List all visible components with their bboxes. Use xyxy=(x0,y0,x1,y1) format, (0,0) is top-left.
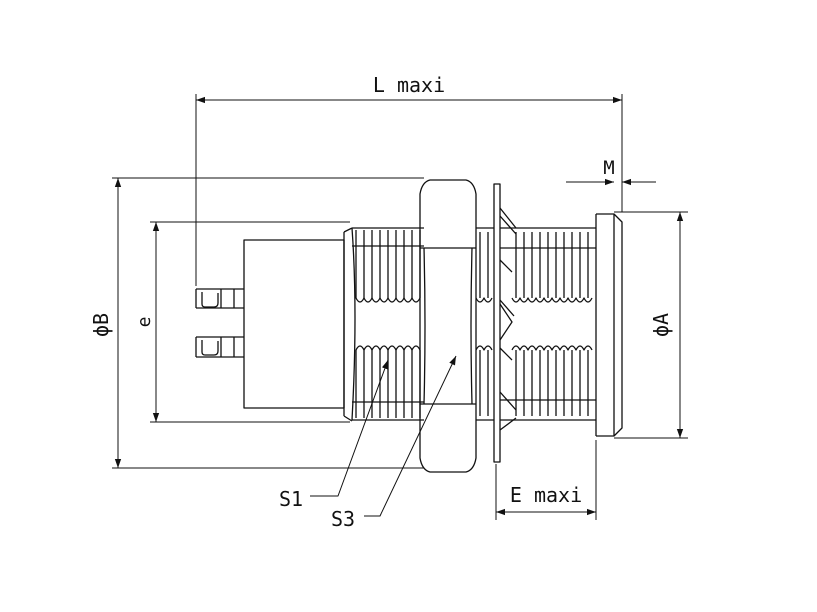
thread-right-lower xyxy=(500,345,596,421)
thread-left-lower xyxy=(352,345,424,421)
front-flange xyxy=(595,213,623,437)
panel-washer xyxy=(493,183,517,463)
label-diameter-b: ϕB xyxy=(89,313,113,337)
rear-pin-upper xyxy=(195,288,244,309)
label-e-maxi: E maxi xyxy=(510,483,582,507)
leader-s1 xyxy=(310,359,389,497)
leader-s3 xyxy=(364,355,457,517)
extension-lines xyxy=(112,94,688,520)
thread-left-upper xyxy=(351,227,424,421)
thread-right-upper xyxy=(500,227,596,303)
label-e: e xyxy=(134,317,155,328)
dimension-lines xyxy=(114,96,684,516)
hex-nut xyxy=(419,179,477,473)
label-l-maxi: L maxi xyxy=(373,73,445,97)
label-s3: S3 xyxy=(331,507,355,531)
leader-lines xyxy=(310,355,457,517)
thread-middle xyxy=(475,227,494,421)
rear-body xyxy=(243,227,353,422)
label-s1: S1 xyxy=(279,487,303,511)
label-diameter-a: ϕA xyxy=(649,313,673,337)
label-m: M xyxy=(603,157,614,179)
rear-pin-lower xyxy=(195,336,244,358)
